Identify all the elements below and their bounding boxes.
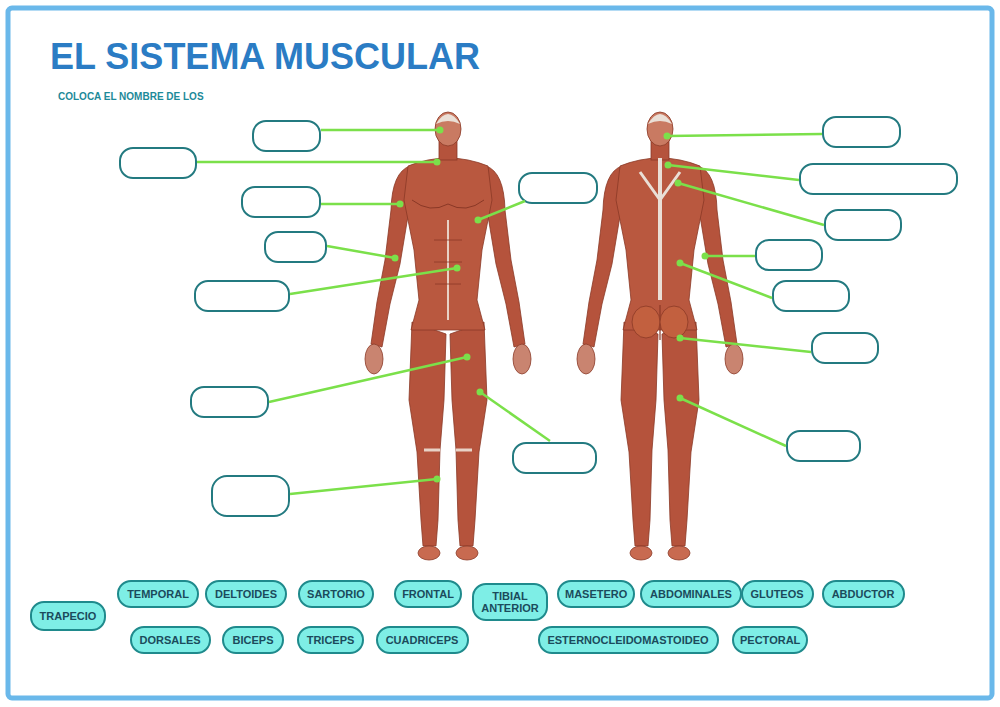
chip-label: TRICEPS (305, 634, 356, 646)
knee-tendons (424, 449, 472, 452)
page-title: EL SISTEMA MUSCULAR (50, 36, 480, 78)
leader-dot (475, 217, 482, 224)
chip-label: GLUTEOS (749, 588, 806, 600)
leader-dot (702, 253, 709, 260)
word-chip: GLUTEOS (741, 580, 814, 608)
back-tendon (640, 172, 680, 200)
spine (658, 158, 662, 300)
word-chip: BICEPS (222, 626, 284, 654)
leader-line (480, 392, 550, 441)
leader-line (705, 255, 755, 258)
chip-label: TEMPORAL (125, 588, 191, 600)
word-chip: PECTORAL (732, 626, 808, 654)
leader-line (269, 357, 467, 402)
leader-dot (677, 260, 684, 267)
chip-label: CUADRICEPS (384, 634, 461, 646)
leader-line (197, 161, 437, 164)
word-chip: TIBIAL ANTERIOR (472, 583, 548, 621)
leader-dot (397, 201, 404, 208)
leader-dot (677, 335, 684, 342)
leader-dot (454, 265, 461, 272)
gluteus-left (632, 306, 660, 338)
word-chip: SARTORIO (298, 580, 374, 608)
word-chip: ABDUCTOR (822, 580, 905, 608)
answer-box (242, 187, 320, 217)
chip-label: SARTORIO (306, 588, 366, 600)
answer-box (195, 281, 289, 311)
chip-label: ABDUCTOR (830, 588, 897, 600)
answer-box (825, 210, 901, 240)
chip-label: FRONTAL (402, 588, 454, 600)
answer-box (787, 431, 860, 461)
word-chip: TRICEPS (297, 626, 364, 654)
leader-line (667, 134, 822, 136)
answer-box (773, 281, 849, 311)
word-chip: MASETERO (557, 580, 635, 608)
leader-line (327, 246, 395, 258)
chip-label: MASETERO (565, 588, 627, 600)
leader-dot (392, 255, 399, 262)
leader-line (680, 398, 786, 446)
chip-label: ESTERNOCLEIDOMASTOIDEO (546, 634, 711, 646)
chip-label: PECTORAL (740, 634, 800, 646)
answer-box (812, 333, 878, 363)
word-chip: ESTERNOCLEIDOMASTOIDEO (538, 626, 719, 654)
answer-box (191, 387, 268, 417)
chip-label: DELTOIDES (213, 588, 279, 600)
answer-box (120, 148, 196, 178)
leader-dot (464, 354, 471, 361)
leader-line (478, 201, 525, 220)
word-chip: TEMPORAL (117, 580, 199, 608)
word-chip: DORSALES (130, 626, 211, 654)
chip-label: ABDOMINALES (648, 588, 734, 600)
chip-label: TIBIAL ANTERIOR (480, 590, 540, 614)
word-chip: CUADRICEPS (376, 626, 469, 654)
leader-dot (477, 389, 484, 396)
leader-line (680, 263, 772, 298)
leader-dot (434, 159, 441, 166)
page-frame (8, 8, 992, 698)
back-figure (577, 112, 743, 560)
leader-line (321, 129, 440, 132)
answer-box (253, 121, 320, 151)
word-chip: TRAPECIO (30, 601, 106, 631)
leader-line (680, 338, 811, 352)
leader-line (668, 165, 799, 180)
leader-line (290, 479, 437, 494)
leader-dot (675, 180, 682, 187)
gluteus-right (660, 306, 688, 338)
chip-label: DORSALES (138, 634, 203, 646)
answer-box (519, 173, 597, 203)
leader-dot (437, 127, 444, 134)
answer-box (513, 443, 596, 473)
word-chip: FRONTAL (394, 580, 462, 608)
abdominal-rows (434, 240, 462, 284)
pectoral-line (412, 200, 484, 208)
word-chip: ABDOMINALES (640, 580, 742, 608)
leader-dot (434, 476, 441, 483)
leader-dot (677, 395, 684, 402)
chip-label: TRAPECIO (38, 610, 98, 622)
answer-box (265, 232, 326, 262)
leader-line (321, 203, 400, 206)
answer-box (756, 240, 822, 270)
leader-line (678, 183, 824, 225)
answer-box (823, 117, 900, 147)
leader-dot (665, 162, 672, 169)
leader-dot (664, 133, 671, 140)
subtitle: COLOCA EL NOMBRE DE LOS (58, 91, 204, 102)
chip-label: BICEPS (230, 634, 276, 646)
answer-box (800, 164, 957, 194)
front-figure (365, 112, 531, 560)
answer-box (212, 476, 289, 516)
leader-line (290, 268, 457, 294)
word-chip: DELTOIDES (205, 580, 287, 608)
